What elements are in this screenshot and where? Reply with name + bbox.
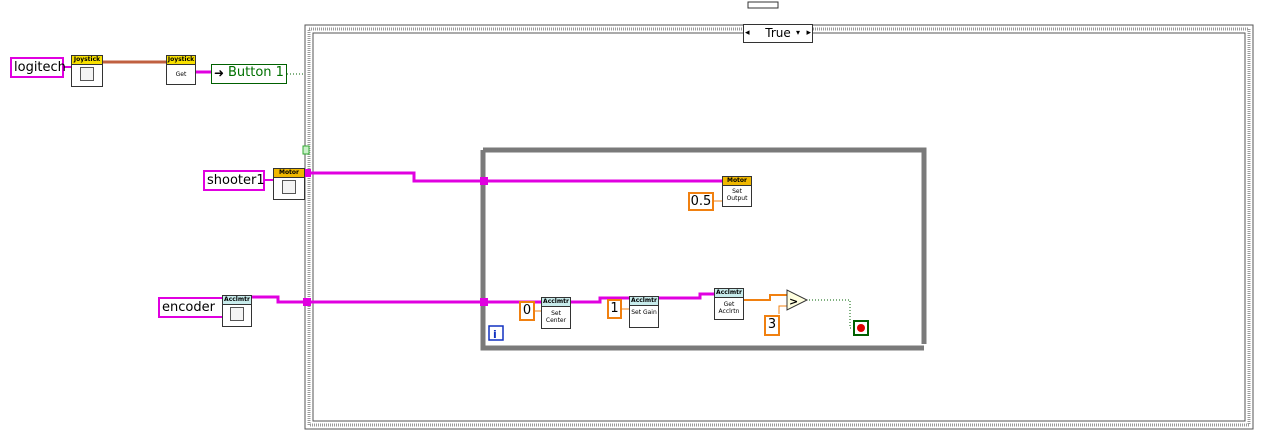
motor-ref-wire[interactable] (306, 171, 724, 183)
boolean-wire[interactable] (806, 299, 855, 329)
selector-terminal[interactable] (302, 145, 310, 155)
accel-ref-constant[interactable]: encoder (158, 297, 243, 318)
loop-tunnel[interactable] (480, 298, 488, 306)
case-structure-border (307, 27, 1251, 427)
joystick-get-vi[interactable]: Joystick Get (166, 55, 196, 85)
case-dropdown-icon[interactable]: ▾ (795, 28, 800, 37)
acceleration-wire[interactable] (744, 294, 787, 301)
greater-than-icon[interactable] (786, 289, 809, 311)
threshold-wire[interactable] (778, 305, 787, 314)
ref-icon (230, 307, 244, 321)
output-constant[interactable]: 0.5 (688, 192, 714, 211)
unbundle-button1[interactable]: ➜ Button 1 (211, 64, 287, 84)
joystick-ref-constant[interactable]: logitech (10, 57, 66, 78)
case-selector-value: True (765, 26, 791, 40)
ref-icon (282, 180, 296, 194)
unbundle-arrow-icon: ➜ (214, 66, 225, 80)
iteration-label: i (493, 328, 497, 341)
button1-label: Button 1 (228, 65, 284, 80)
case-next-icon[interactable]: ▸ (806, 28, 811, 38)
label-stub (747, 1, 779, 9)
accel-set-gain-vi[interactable]: Acclmtr Set Gain (629, 296, 659, 328)
accel-ref-vi[interactable]: Acclmtr (222, 295, 252, 327)
accel-ref-wire-3[interactable] (659, 292, 714, 300)
case-tunnel[interactable] (303, 169, 311, 177)
motor-set-output-vi[interactable]: Motor Set Output (722, 176, 752, 207)
greater-than-symbol: > (789, 295, 798, 308)
while-loop-frame[interactable] (480, 147, 927, 351)
motor-ref-constant[interactable]: shooter1 (203, 170, 265, 191)
center-constant[interactable]: 0 (519, 301, 535, 321)
motor-ref-vi[interactable]: Motor (273, 168, 305, 200)
case-structure-inner (312, 32, 1246, 422)
accel-set-center-vi[interactable]: Acclmtr Set Center (541, 297, 571, 329)
accel-ref-wire-2[interactable] (570, 296, 630, 304)
loop-tunnel[interactable] (480, 177, 488, 185)
case-selector[interactable]: ◂ True ▾ ▸ (743, 24, 813, 43)
accel-get-vi[interactable]: Acclmtr Get Acclrtn (714, 288, 744, 320)
joystick-ref-vi[interactable]: Joystick (71, 55, 103, 87)
gain-constant[interactable]: 1 (607, 299, 622, 319)
case-tunnel[interactable] (303, 298, 311, 306)
stop-icon-dot (857, 324, 865, 332)
ref-icon (80, 67, 94, 81)
case-structure-outer (304, 24, 1254, 430)
iteration-icon (488, 325, 504, 341)
threshold-constant[interactable]: 3 (764, 315, 780, 336)
case-prev-icon[interactable]: ◂ (745, 28, 750, 38)
accel-ref-wire[interactable] (252, 295, 542, 304)
